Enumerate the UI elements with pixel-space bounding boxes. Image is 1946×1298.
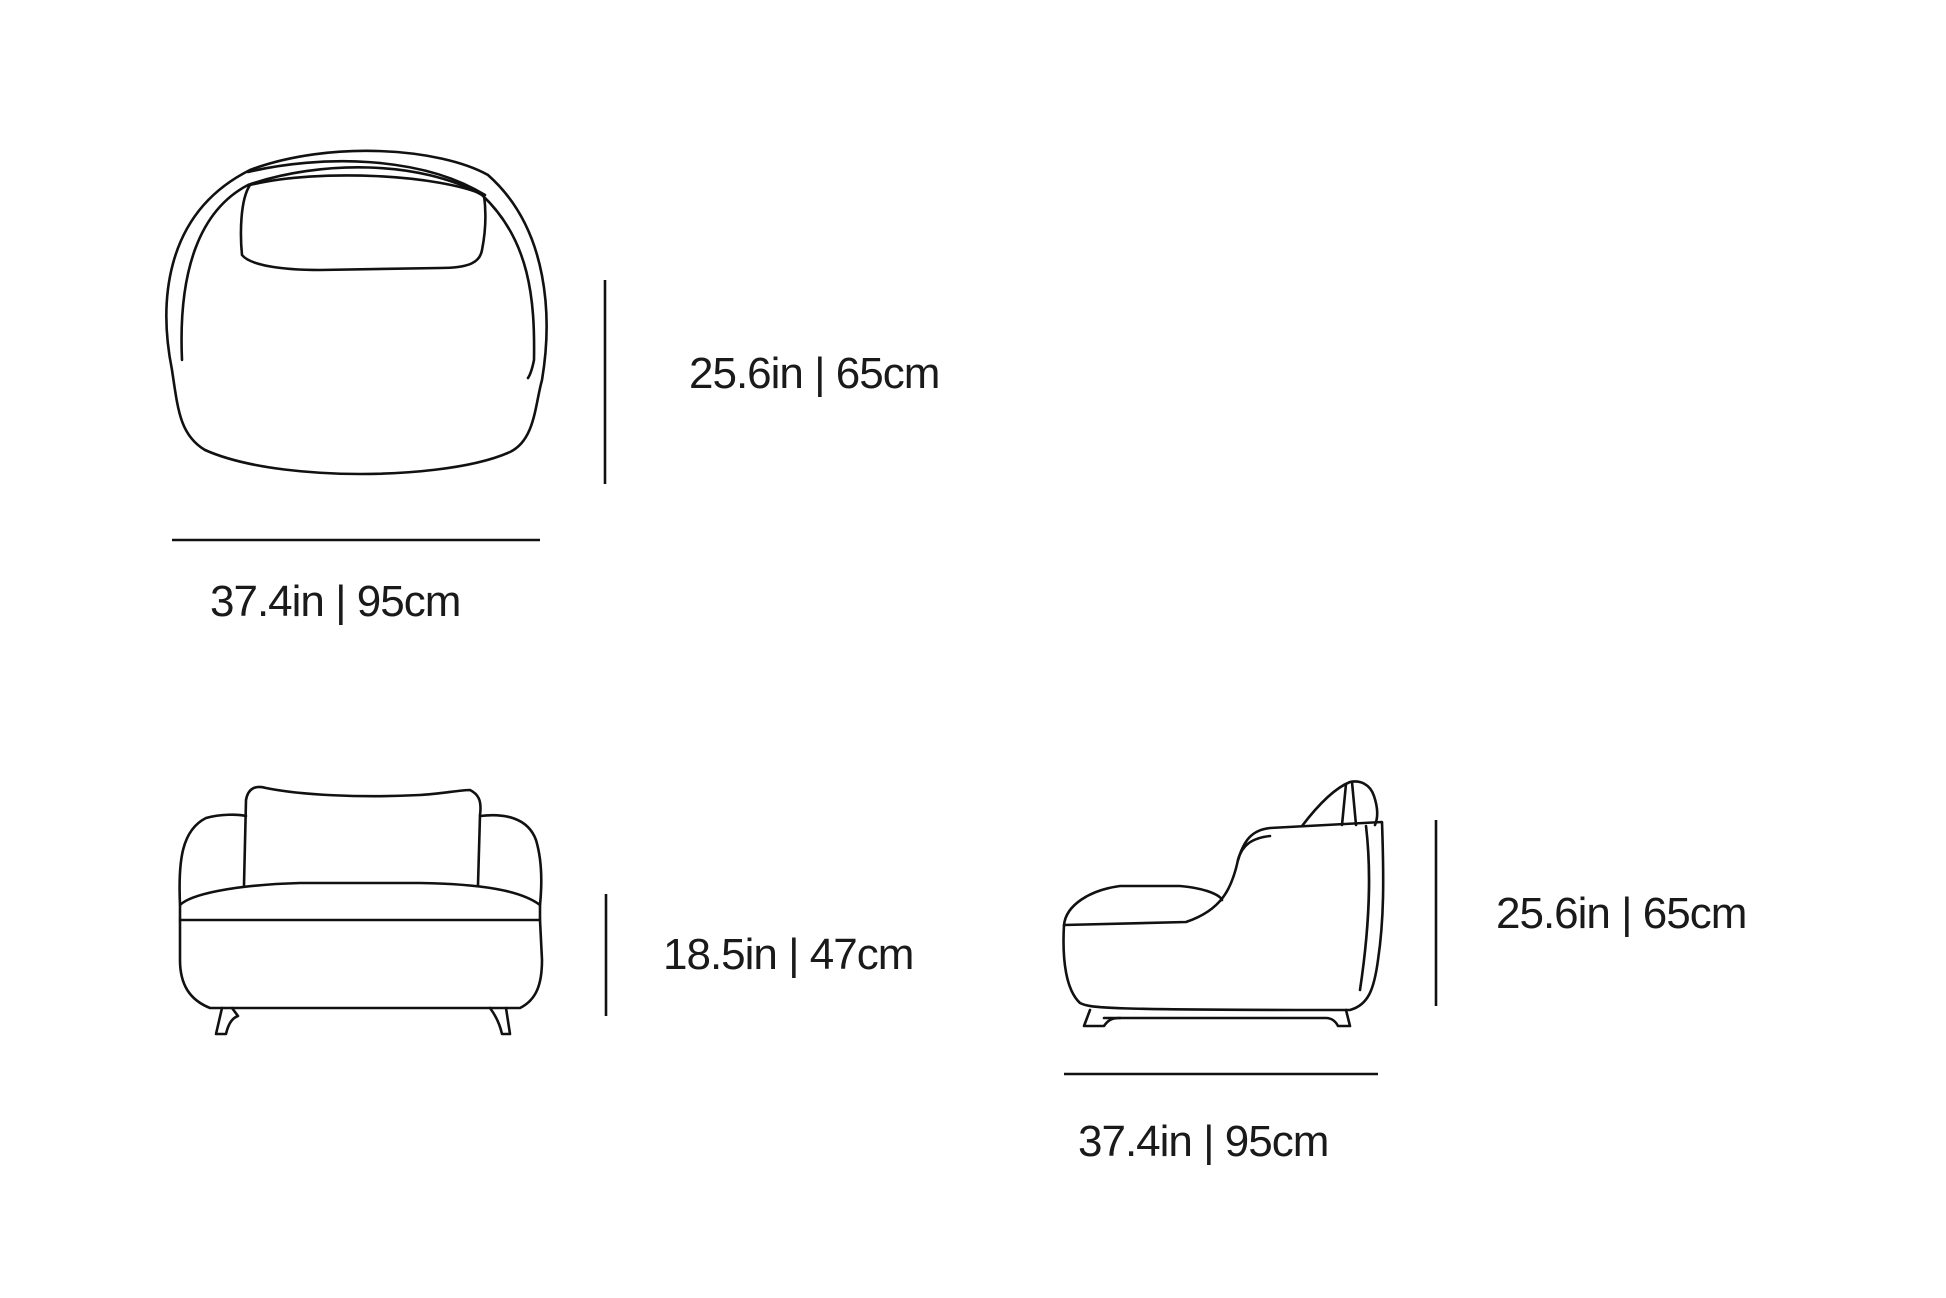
front-view-body — [178, 918, 544, 1010]
armchair-top-view — [165, 149, 548, 476]
top-view-back-cushion — [239, 174, 487, 272]
front-view-back-cushion — [242, 785, 482, 887]
front-view-right-arm — [478, 813, 543, 907]
top-view-back-rail — [246, 159, 487, 197]
side-view-pillow-seam-2 — [1350, 780, 1358, 827]
side-view-back-cushion — [1236, 834, 1272, 862]
side-view-pillow-seam-1 — [1340, 782, 1348, 827]
front-view-seat-cushion — [178, 881, 542, 922]
side-view-back-rail — [1358, 824, 1371, 992]
top-view-arm-inner — [180, 166, 536, 380]
side-view-seat-cushion — [1062, 884, 1224, 927]
side-view-depth-label: 37.4in | 95cm — [1078, 1117, 1329, 1166]
front-view-left-arm — [178, 813, 248, 907]
front-view-left-leg — [214, 1006, 240, 1036]
side-view-pillow — [1300, 780, 1379, 828]
top-view-width-label: 37.4in | 95cm — [210, 577, 461, 626]
top-view-depth-label: 25.6in | 65cm — [689, 349, 940, 398]
top-view-outer-shell — [165, 149, 548, 476]
armchair-front-view — [178, 785, 544, 1036]
armchair-side-view — [1062, 780, 1385, 1028]
front-view-right-leg — [488, 1006, 512, 1036]
side-view-base-rail — [1102, 1008, 1352, 1028]
side-view-height-label: 25.6in | 65cm — [1496, 889, 1747, 938]
front-view-seat-height-label: 18.5in | 47cm — [663, 930, 914, 979]
side-view-body — [1062, 820, 1385, 1012]
